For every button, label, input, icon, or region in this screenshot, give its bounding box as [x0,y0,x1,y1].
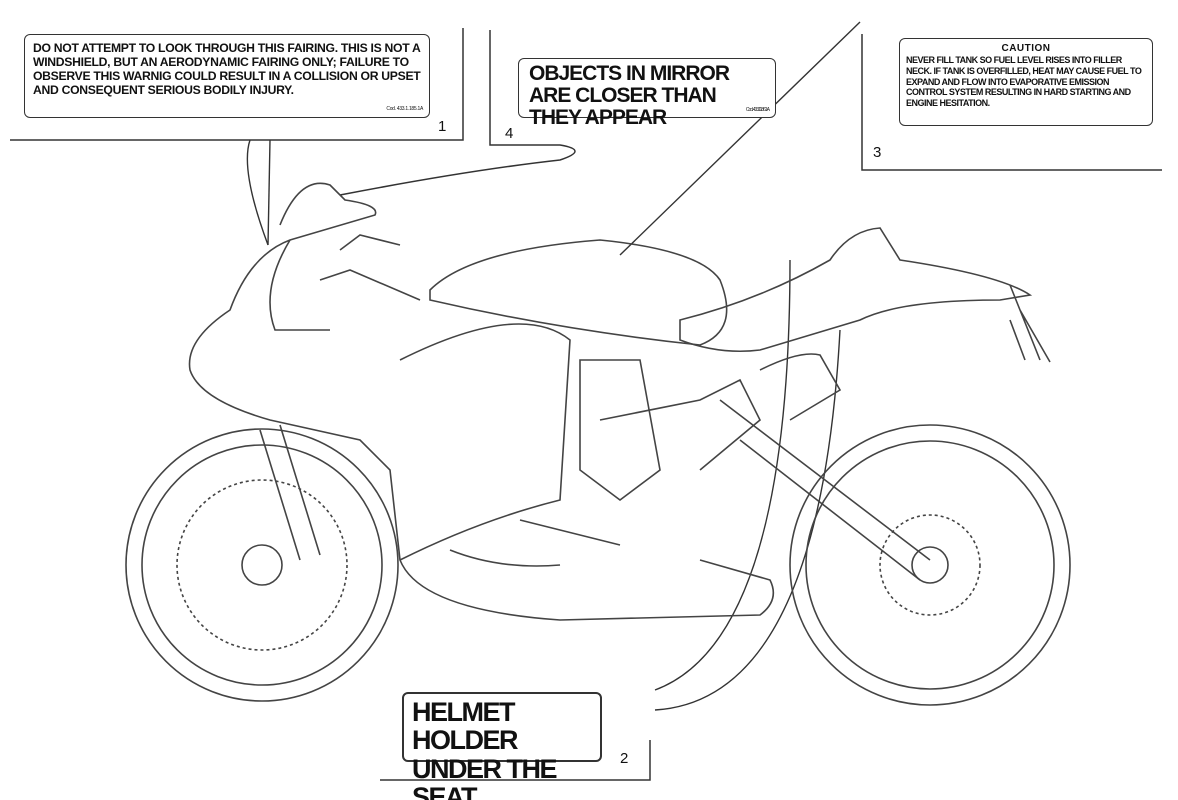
label-4-mirror-warning: OBJECTS IN MIRROR ARE CLOSER THAN THEY A… [518,58,776,129]
label-1-fairing-warning: DO NOT ATTEMPT TO LOOK THROUGH THIS FAIR… [24,34,430,118]
label-1-number: 1 [438,118,447,135]
label-4-text: OBJECTS IN MIRROR ARE CLOSER THAN THEY A… [529,62,730,130]
label-2-helmet-holder: HELMET HOLDER UNDER THE SEAT [402,692,602,800]
label-2-text: HELMET HOLDER UNDER THE SEAT [412,697,558,800]
label-3-number: 3 [873,144,882,161]
label-3-fuel-caution: CAUTION NEVER FILL TANK SO FUEL LEVEL RI… [899,38,1153,126]
label-1-text: DO NOT ATTEMPT TO LOOK THROUGH THIS FAIR… [33,41,421,98]
label-3-title: CAUTION [1001,43,1051,54]
label-2-number: 2 [620,750,629,767]
label-3-text: NEVER FILL TANK SO FUEL LEVEL RISES INTO… [906,55,1142,109]
label-4-code: Cod. 43311861A [745,106,770,113]
label-4-number: 4 [505,125,514,142]
fairing-and-body [188,182,1051,621]
callout-frames [10,28,1162,781]
rear-wheel [789,424,1071,706]
label-1-code: Cod. 433.1.185.1A [386,106,423,113]
front-wheel [125,428,399,702]
